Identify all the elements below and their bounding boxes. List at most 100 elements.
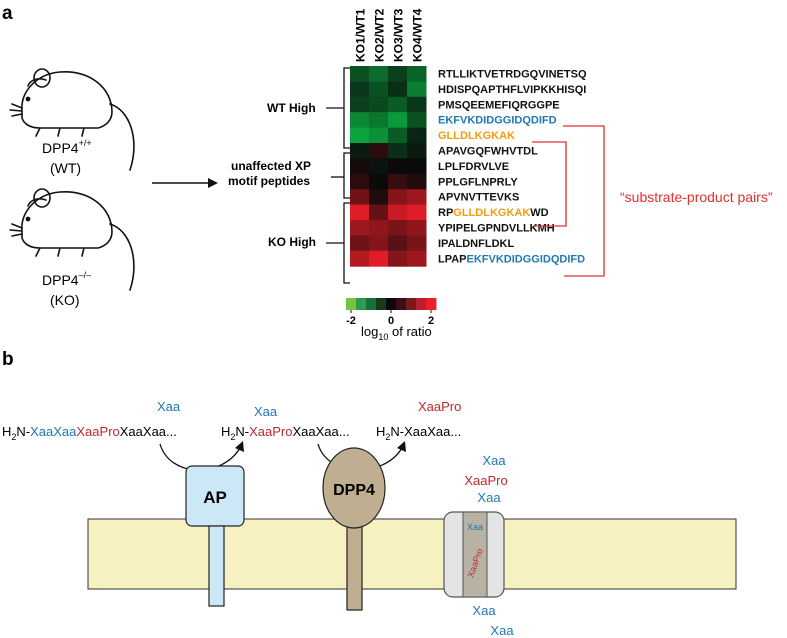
transporter-inner-xaa: Xaa xyxy=(467,522,483,532)
heatmap-cell xyxy=(388,204,408,221)
colorbar-swatch xyxy=(416,298,427,310)
heatmap-cell xyxy=(350,204,370,221)
mouse-ko-abbr: (KO) xyxy=(50,292,80,308)
heatmap-cell xyxy=(350,220,370,236)
heatmap-cell xyxy=(388,127,408,144)
colorbar-ticks: -2 0 2 xyxy=(346,310,434,327)
group-label-wt-high: WT High xyxy=(267,101,316,115)
peptide-label: LPAPEKFVKDIDGGIDQDIFD xyxy=(438,253,585,265)
heatmap-cell xyxy=(369,112,389,129)
colorbar-tick-label: -2 xyxy=(346,315,356,327)
heatmap-cell xyxy=(388,189,408,206)
transporter-below-xaa-1: Xaa xyxy=(472,603,496,618)
heatmap-cell xyxy=(350,127,370,144)
colorbar xyxy=(346,298,437,310)
heatmap-cell xyxy=(350,235,370,252)
heatmap-cell xyxy=(350,158,370,175)
mouse-wt-abbr: (WT) xyxy=(50,160,81,176)
heatmap-column-label: KO2/WT2 xyxy=(373,8,387,62)
arrowhead-icon xyxy=(235,441,244,452)
heatmap-cell xyxy=(407,66,427,82)
heatmap-cell xyxy=(407,158,427,175)
heatmap-column-label: KO4/WT4 xyxy=(411,8,425,62)
colorbar-tick-label: 0 xyxy=(388,315,394,327)
heatmap-cell xyxy=(369,189,389,206)
heatmap-cell xyxy=(407,127,427,144)
peptide-label: EKFVKDIDGGIDQDIFD xyxy=(438,115,557,127)
heatmap xyxy=(350,66,427,267)
heatmap-cell xyxy=(388,158,408,175)
sequence-substrate: H2N-XaaXaaXaaProXaaXaa... xyxy=(2,424,177,442)
colorbar-swatch xyxy=(386,298,397,310)
peptide-label: RTLLIKTVETRDGQVINETSQ xyxy=(438,69,587,81)
colorbar-swatch xyxy=(376,298,387,310)
heatmap-cell xyxy=(350,250,370,267)
group-label-ko-high: KO High xyxy=(268,235,316,249)
heatmap-cell xyxy=(407,96,427,113)
heatmap-cell xyxy=(350,189,370,206)
heatmap-cell xyxy=(350,96,370,113)
group-braces xyxy=(326,67,350,284)
heatmap-cell xyxy=(369,204,389,221)
heatmap-cell xyxy=(388,250,408,267)
mouse-wt-icon xyxy=(9,68,135,171)
colorbar-swatch xyxy=(356,298,367,310)
peptide-label: HDISPQAPTHFLVIPKKHISQI xyxy=(438,84,586,96)
transporter-above-xaa-2: Xaa xyxy=(477,490,501,505)
heatmap-cell xyxy=(369,127,389,144)
heatmap-cell xyxy=(388,66,408,82)
colorbar-swatch xyxy=(366,298,377,310)
heatmap-cell xyxy=(369,250,389,267)
heatmap-cell xyxy=(369,81,389,98)
mouse-ko-icon xyxy=(9,188,135,291)
heatmap-cell xyxy=(388,81,408,98)
released-xaa-2: Xaa xyxy=(254,404,278,419)
heatmap-cell xyxy=(350,173,370,190)
arrowhead-icon xyxy=(397,441,406,452)
heatmap-cell xyxy=(407,235,427,252)
heatmap-cell xyxy=(350,66,370,82)
heatmap-cell xyxy=(350,81,370,98)
heatmap-cell xyxy=(388,235,408,252)
heatmap-cell xyxy=(369,173,389,190)
peptide-labels: RTLLIKTVETRDGQVINETSQ HDISPQAPTHFLVIPKKHI… xyxy=(438,69,587,266)
colorbar-swatch xyxy=(406,298,417,310)
heatmap-cell xyxy=(369,220,389,236)
panel-b-label: b xyxy=(2,349,14,370)
peptide-label: IPALDNFLDKL xyxy=(438,238,514,250)
heatmap-cell xyxy=(407,143,427,159)
heatmap-cell xyxy=(388,112,408,129)
flow-arrow xyxy=(152,178,218,188)
transporter-above-xaa-1: Xaa xyxy=(482,453,506,468)
colorbar-tick-label: 2 xyxy=(428,315,434,327)
peptide-label: GLLDLKGKAK xyxy=(438,130,515,142)
heatmap-cell xyxy=(407,204,427,221)
peptide-label: PPLGFLNPRLY xyxy=(438,176,518,188)
colorbar-label: log10 of ratio xyxy=(361,324,432,342)
peptide-label: APVNVTTEVKS xyxy=(438,192,519,204)
colorbar-swatch xyxy=(426,298,437,310)
colorbar-swatch xyxy=(396,298,407,310)
released-xaa-1: Xaa xyxy=(157,399,181,414)
heatmap-cell xyxy=(350,112,370,129)
heatmap-cell xyxy=(388,220,408,236)
released-xaapro: XaaPro xyxy=(418,399,461,414)
colorbar-swatch xyxy=(346,298,357,310)
mouse-wt-genotype: DPP4+/+ xyxy=(42,138,92,156)
sequence-intermediate: H2N-XaaProXaaXaa... xyxy=(221,424,350,442)
transporter xyxy=(443,511,505,598)
heatmap-cell xyxy=(407,112,427,129)
peptide-label: LPLFDRVLVE xyxy=(438,161,509,173)
heatmap-column-label: KO1/WT1 xyxy=(354,8,368,62)
pair-connectors xyxy=(532,125,605,277)
dpp4-label: DPP4 xyxy=(333,482,375,499)
substrate-product-pairs-label: “substrate-product pairs” xyxy=(620,189,773,205)
ap-enzyme xyxy=(185,465,245,607)
heatmap-cell xyxy=(388,173,408,190)
heatmap-cell xyxy=(407,173,427,190)
heatmap-cell xyxy=(369,66,389,82)
heatmap-column-label: KO3/WT3 xyxy=(392,8,406,62)
panel-a-label: a xyxy=(2,3,13,24)
mouse-ko-genotype: DPP4–/– xyxy=(42,270,91,288)
